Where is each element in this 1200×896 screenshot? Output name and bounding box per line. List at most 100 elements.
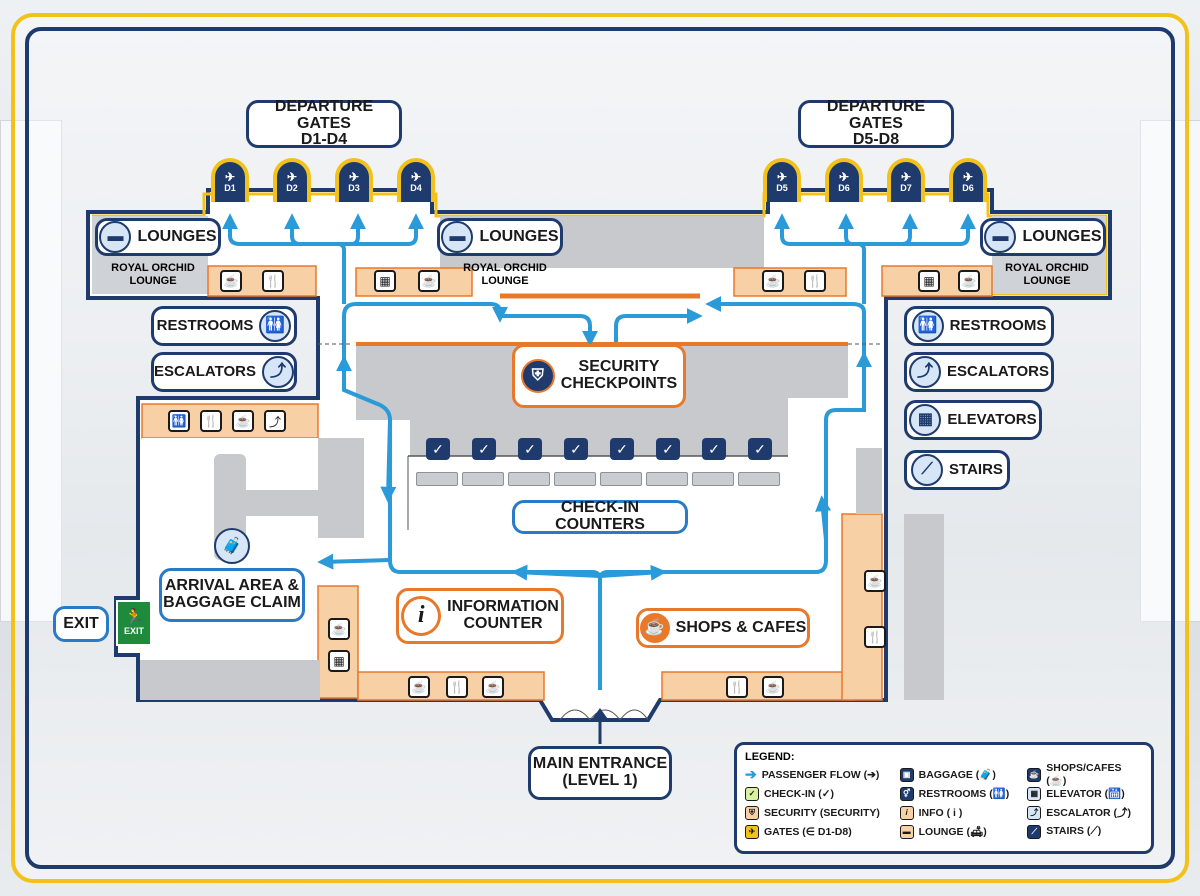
legend-shops: ☕SHOPS/CAFES (☕)	[1027, 762, 1143, 787]
escalator-icon: ⤴	[909, 356, 942, 388]
legend-gates: ✈GATES (∈ D1-D8)	[745, 822, 890, 841]
airplane-icon: ✈	[962, 170, 974, 184]
gates-right-title-line1: DEPARTURE GATES	[826, 97, 926, 132]
information-counter-label[interactable]: i INFORMATION COUNTER	[396, 588, 564, 644]
legend-escalator-text: ESCALATOR (⤴)	[1046, 807, 1132, 819]
gates-right-title-line2: D5-D8	[852, 131, 900, 149]
legend-title: LEGEND:	[745, 751, 795, 763]
security-checkpoints-label[interactable]: ⛨ SECURITY CHECKPOINTS	[512, 344, 686, 408]
cafe-icon: ☕	[762, 676, 784, 698]
lounge-left-sub: ROYAL ORCHID LOUNGE	[96, 262, 210, 288]
escalator-icon: ⤴	[1027, 805, 1042, 820]
escalator-icon: ⤴	[264, 410, 286, 432]
restrooms-left-label[interactable]: RESTROOMS 🚻	[151, 306, 297, 346]
restroom-icon: ⚥	[899, 786, 914, 801]
legend-lounge-text: LOUNGE (🛋)	[918, 826, 987, 838]
checkin-icon: ✓	[426, 438, 450, 460]
checkin-icon: ✓	[702, 438, 726, 460]
gate-d8[interactable]: ✈D6	[949, 158, 987, 202]
elevators-label[interactable]: ▦ ELEVATORS	[904, 400, 1042, 440]
gates-right-title: DEPARTURE GATES D5-D8	[798, 97, 954, 149]
arrival-baggage-label[interactable]: ARRIVAL AREA & BAGGAGE CLAIM	[159, 568, 305, 622]
gate-d2[interactable]: ✈D2	[273, 158, 311, 202]
lounge-center-label[interactable]: ▬ LOUNGES	[437, 218, 563, 256]
airplane-icon: ✈	[286, 170, 298, 184]
security-line2: CHECKPOINTS	[560, 375, 678, 392]
checkin-desk	[600, 472, 642, 486]
cafe-icon: ☕	[864, 570, 886, 592]
legend-columns: ➔PASSENGER FLOW (➔) ✓CHECK-IN (✓) ⛨SECUR…	[745, 762, 1143, 841]
legend: LEGEND: ➔PASSENGER FLOW (➔) ✓CHECK-IN (✓…	[734, 742, 1154, 854]
legend-flow-text: PASSENGER FLOW (➔)	[761, 768, 880, 781]
shops-cafes-label[interactable]: ☕ SHOPS & CAFES	[636, 608, 810, 648]
stairs-icon: ⟋	[911, 454, 944, 486]
checkin-icon: ✓	[656, 438, 680, 460]
info-text: INFORMATION COUNTER	[447, 598, 559, 633]
lounge-center-text: LOUNGES	[479, 227, 559, 245]
lounge-right-label[interactable]: ▬ LOUNGES	[980, 218, 1106, 256]
sofa-icon: ▬	[984, 221, 1017, 253]
restaurant-icon: 🍴	[262, 270, 284, 292]
legend-gates-text: GATES (∈ D1-D8)	[764, 825, 852, 838]
restaurant-icon: 🍴	[726, 676, 748, 698]
checkin-counters-label[interactable]: CHECK-IN COUNTERS	[512, 499, 688, 534]
legend-security-text: SECURITY (SECURITY)	[764, 806, 880, 819]
legend-elevator-text: ELEVATOR (🛗)	[1046, 788, 1125, 800]
escalators-left-label[interactable]: ESCALATORS ⤴	[151, 352, 297, 392]
elevator-icon: ▦	[909, 404, 942, 436]
elevators-text: ELEVATORS	[947, 411, 1037, 429]
restrooms-right-label[interactable]: 🚻 RESTROOMS	[904, 306, 1054, 346]
lounge-center-sub: ROYAL ORCHID LOUNGE	[448, 262, 562, 288]
entrance-line1: MAIN ENTRANCE	[532, 755, 668, 773]
legend-baggage: ▣BAGGAGE (🧳)	[899, 765, 1018, 784]
info-line2: COUNTER	[463, 615, 543, 632]
restroom-icon: 🚻	[259, 310, 292, 342]
exit-label[interactable]: EXIT	[53, 606, 109, 642]
checkin-icon: ✓	[564, 438, 588, 460]
checkin-desk	[508, 472, 550, 486]
checkin-desk	[416, 472, 458, 486]
gate-d7[interactable]: ✈D7	[887, 158, 925, 202]
restroom-icon: 🚻	[911, 310, 944, 342]
gate-d5[interactable]: ✈D5	[763, 158, 801, 202]
gate-d4[interactable]: ✈D4	[397, 158, 435, 202]
checkin-icon: ✓	[518, 438, 542, 460]
gate-label: D6	[962, 183, 974, 193]
legend-checkin: ✓ CHECK-IN (✓)	[745, 784, 890, 803]
lounge-right-sub: ROYAL ORCHID LOUNGE	[990, 262, 1104, 288]
stairs-label[interactable]: ⟋ STAIRS	[904, 450, 1010, 490]
main-entrance-label[interactable]: MAIN ENTRANCE (LEVEL 1)	[528, 746, 672, 800]
restrooms-left-text: RESTROOMS	[156, 317, 254, 335]
gate-d6[interactable]: ✈D6	[825, 158, 863, 202]
legend-checkin-text: CHECK-IN (✓)	[764, 787, 835, 800]
cafe-icon: ☕	[482, 676, 504, 698]
checkin-icon: ✓	[472, 438, 496, 460]
cafe-icon: ☕	[328, 618, 350, 640]
elevator-icon: ▦	[1027, 786, 1042, 801]
restaurant-icon: 🍴	[446, 676, 468, 698]
elevator-icon: ▦	[374, 270, 396, 292]
legend-lounge: ▬LOUNGE (🛋)	[899, 822, 1018, 841]
stairs-text: STAIRS	[949, 461, 1003, 479]
legend-restrooms: ⚥ RESTROOMS (🚻)	[899, 784, 1018, 803]
cafe-icon: ☕	[418, 270, 440, 292]
lounge-right-sub-line1: ROYAL ORCHID	[1005, 262, 1089, 274]
running-man-icon: 🏃	[124, 609, 144, 626]
legend-restrooms-text: RESTROOMS (🚻)	[918, 788, 1010, 800]
sofa-icon: ▬	[99, 221, 132, 253]
restrooms-right-text: RESTROOMS	[949, 317, 1047, 335]
elevator-icon: ▦	[918, 270, 940, 292]
airplane-icon: ✈	[900, 170, 912, 184]
airplane-icon: ✈	[410, 170, 422, 184]
gate-d1[interactable]: ✈D1	[211, 158, 249, 202]
security-line1: SECURITY	[578, 358, 660, 376]
checkmark-icon: ✓	[745, 786, 759, 801]
airplane-icon: ✈	[224, 170, 236, 184]
exit-sign: 🏃 EXIT	[116, 600, 152, 646]
lounge-left-label[interactable]: ▬ LOUNGES	[95, 218, 221, 256]
info-line1: INFORMATION	[447, 598, 559, 616]
escalators-right-label[interactable]: ⤴ ESCALATORS	[904, 352, 1054, 392]
lounge-right-sub-line2: LOUNGE	[1023, 275, 1071, 287]
gate-d3[interactable]: ✈D3	[335, 158, 373, 202]
exit-text: EXIT	[63, 614, 99, 632]
